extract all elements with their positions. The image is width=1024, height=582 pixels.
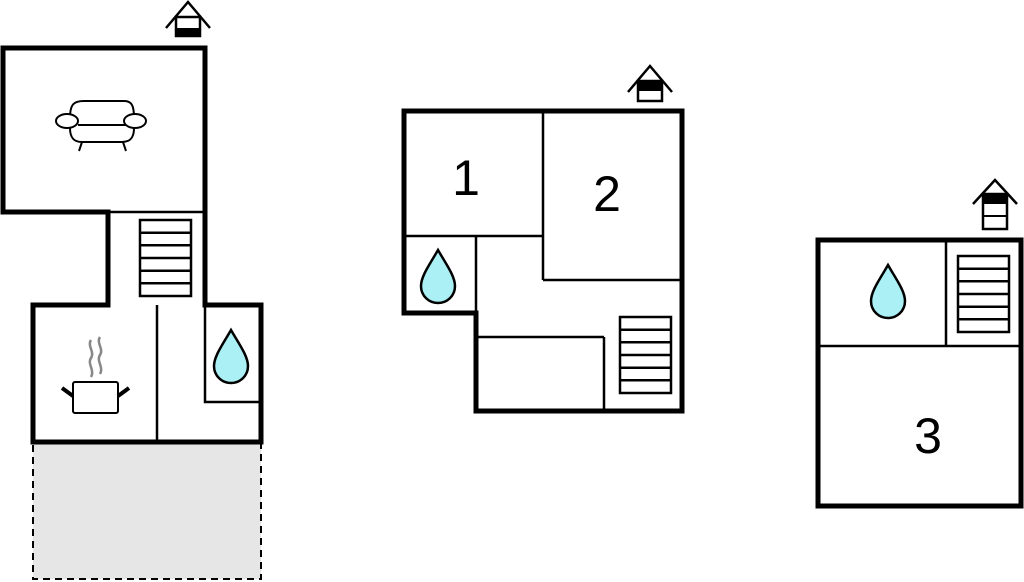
ground-floor-outline	[0, 45, 264, 445]
room-label-3: 3	[914, 408, 942, 464]
sofa-icon	[55, 100, 147, 152]
first-floor-plan: 1 2	[401, 64, 685, 414]
terrace	[32, 441, 262, 580]
house-level-2-icon	[627, 64, 673, 103]
water-drop-icon	[212, 328, 250, 385]
second-floor-plan: 3	[815, 178, 1024, 509]
room-label-2: 2	[593, 166, 621, 222]
house-level-3-icon	[972, 178, 1018, 231]
second-floor-outline	[815, 237, 1024, 509]
ground-floor-plan	[0, 0, 264, 580]
stairs-icon	[956, 254, 1011, 334]
room-label-1: 1	[452, 150, 480, 206]
first-floor-outline	[401, 108, 685, 414]
stairs-icon	[618, 315, 673, 395]
house-level-1-icon	[165, 0, 211, 38]
water-drop-icon	[419, 248, 457, 305]
water-drop-icon	[869, 263, 907, 320]
stairs-icon	[138, 218, 193, 298]
cooking-pot-icon	[60, 336, 131, 414]
